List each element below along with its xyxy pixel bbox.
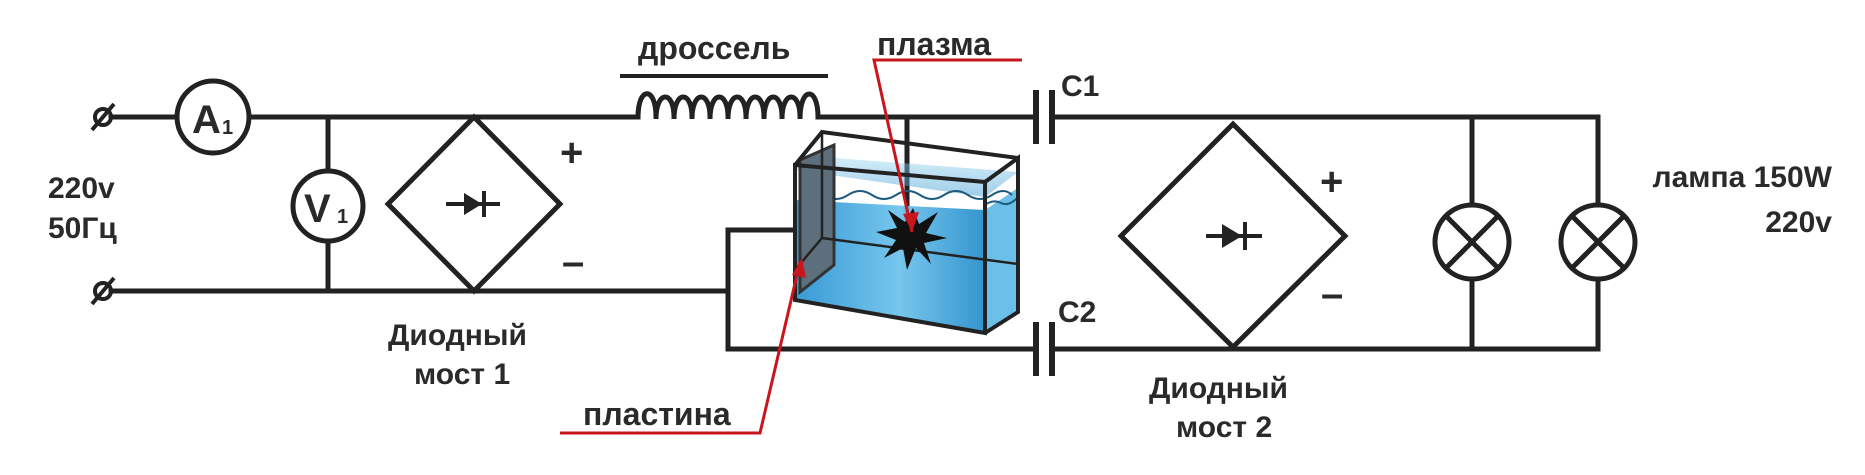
plasma-arrow-head [903, 212, 919, 232]
bridge1-name-line1: Диодный [388, 319, 527, 352]
voltmeter-letter: V [304, 187, 331, 231]
ammeter-index: 1 [222, 117, 233, 139]
plate-leader-line [560, 261, 802, 435]
bridge1-name-line2: мост 1 [414, 358, 510, 391]
plasma-spark-icon [876, 208, 947, 270]
bridge2-name-line1: Диодный [1149, 372, 1288, 405]
diode-bridge-2 [1117, 120, 1349, 351]
choke-label: дроссель [638, 30, 790, 66]
ammeter-symbol: A 1 [174, 78, 252, 156]
ammeter-letter: A [192, 98, 221, 142]
plasma-leader-line [872, 58, 1022, 233]
voltmeter-symbol: V 1 [290, 168, 366, 244]
lamp-label-line1: лампа 150W [1653, 161, 1833, 194]
plate-arrow-head [792, 258, 806, 278]
lamp-symbol [1432, 202, 1512, 282]
electrolysis-tank [793, 129, 1020, 336]
diode-symbol [446, 191, 500, 217]
bridge1-plus-label: + [560, 131, 583, 175]
supply-frequency-label: 50Гц [48, 212, 117, 245]
voltmeter-index: 1 [337, 206, 348, 228]
c1-label: C1 [1061, 70, 1099, 103]
diode-symbol [1206, 222, 1262, 250]
inductor-coil [619, 91, 829, 120]
c2-label: C2 [1058, 296, 1096, 329]
lamp-symbol [1558, 202, 1638, 282]
bridge2-plus-label: + [1320, 160, 1343, 204]
bridge2-name-line2: мост 2 [1176, 411, 1272, 444]
wire-plate-connection [725, 227, 798, 294]
supply-voltage-label: 220v [48, 172, 115, 205]
lamp-label-line2: 220v [1765, 206, 1832, 239]
wire-to-c2 [725, 288, 1039, 352]
bridge1-minus-label: – [562, 240, 584, 284]
plate-label: пластина [583, 396, 731, 432]
bridge2-minus-label: – [1321, 272, 1343, 316]
plasma-label: плазма [877, 26, 991, 62]
diode-bridge-1 [384, 113, 564, 295]
